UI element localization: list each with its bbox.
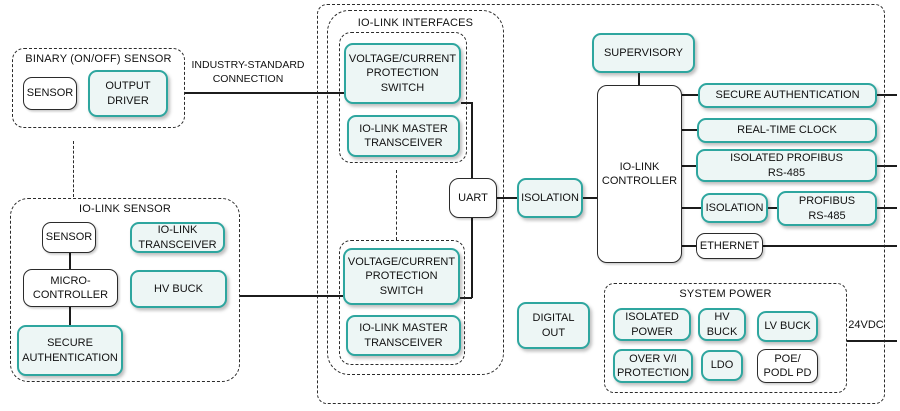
block-supervisory: SUPERVISORY [592,33,695,73]
connector-sensor-to-mcu [69,253,71,269]
connector-isolation-to-controller [583,197,597,199]
connector-iolink-sensor-to-switch [240,295,343,297]
block-secure-authentication-main: SECURE AUTHENTICATION [698,83,877,108]
block-hv-buck-sensor: HV BUCK [130,270,227,308]
block-vc-protection-switch-2: VOLTAGE/CURRENT PROTECTION SWITCH [343,248,460,305]
connector-isolated-profibus-out [877,165,897,167]
group-interface-port-2 [339,240,465,365]
block-iolink-controller: IO-LINK CONTROLLER [597,85,682,263]
connector-24vdc-out [847,340,897,342]
connector-isolation2-to-profibus [768,207,777,209]
group-binary-sensor-title: BINARY (ON/OFF) SENSOR [25,53,172,65]
block-microcontroller: MICRO- CONTROLLER [23,269,118,307]
group-system-power-title: SYSTEM POWER [679,288,772,300]
block-output-driver: OUTPUT DRIVER [88,70,168,117]
connector-controller-to-ethernet [682,245,696,247]
block-iolink-master-transceiver-2: IO-LINK MASTER TRANSCEIVER [346,315,461,356]
block-isolation-profibus: ISOLATION [701,193,768,223]
block-secure-authentication-sensor: SECURE AUTHENTICATION [17,325,123,376]
connector-ethernet-out [763,245,897,247]
connector-port1-to-uart [471,102,473,178]
24vdc-label: 24VDC [848,319,884,331]
connector-port1-to-port2-dashed [396,170,397,240]
connector-secure-auth-out [877,94,897,96]
block-lv-buck: LV BUCK [757,311,818,342]
group-iolink-interfaces-title: IO-LINK INTERFACES [357,17,474,29]
block-over-vi-protection: OVER V/I PROTECTION [613,349,693,383]
block-digital-out: DIGITAL OUT [517,302,590,349]
connector-supervisory-to-controller [638,73,640,85]
group-iolink-sensor-title: IO-LINK SENSOR [78,203,172,215]
block-poe-podl-pd: POE/ PODL PD [757,349,818,383]
block-isolation-uart: ISOLATION [517,178,583,218]
connector-controller-to-isolation2 [682,207,701,209]
group-system-power: SYSTEM POWER [604,283,847,393]
block-iolink-transceiver: IO-LINK TRANSCEIVER [130,222,225,253]
group-interface-port-1 [339,32,467,163]
group-iolink-master-outer [317,4,885,404]
block-isolated-power: ISOLATED POWER [613,308,691,341]
connector-binary-to-iolink-sensor [73,141,74,197]
connector-controller-to-rtc [682,129,697,131]
group-binary-sensor: BINARY (ON/OFF) SENSOR [12,48,185,128]
block-profibus-rs485: PROFIBUS RS-485 [777,191,877,226]
block-iolink-master-transceiver-1: IO-LINK MASTER TRANSCEIVER [347,115,460,157]
industry-standard-connection-label: INDUSTRY-STANDARD CONNECTION [191,59,305,86]
group-iolink-interfaces: IO-LINK INTERFACES [327,10,504,375]
block-uart: UART [449,178,497,218]
connector-industry-standard [185,92,344,94]
block-ldo: LDO [701,350,743,381]
block-ethernet: ETHERNET [696,233,763,259]
connector-port1-stub [461,102,472,104]
connector-uart-to-isolation [497,197,517,199]
connector-controller-to-secure-auth [682,94,698,96]
group-iolink-sensor: IO-LINK SENSOR [10,198,240,382]
connector-uart-to-port2 [471,218,473,298]
connector-controller-to-isolated-profibus [682,165,696,167]
connector-mcu-to-secure-auth [69,307,71,327]
connector-port2-stub [460,297,472,299]
block-vc-protection-switch-1: VOLTAGE/CURRENT PROTECTION SWITCH [344,43,461,104]
block-sensor-iolink: SENSOR [42,222,96,253]
block-sensor-binary: SENSOR [23,77,77,110]
block-isolated-profibus-rs485: ISOLATED PROFIBUS RS-485 [696,149,877,182]
block-real-time-clock: REAL-TIME CLOCK [697,118,877,143]
block-hv-buck-power: HV BUCK [698,308,746,341]
connector-profibus-out [877,207,897,209]
